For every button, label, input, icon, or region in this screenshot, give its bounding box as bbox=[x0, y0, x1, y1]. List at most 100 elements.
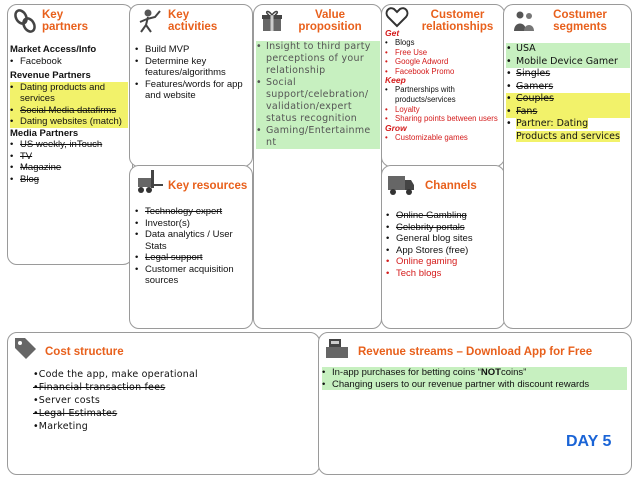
revenue-streams-content: In-app purchases for betting coins “NOTc… bbox=[322, 367, 627, 390]
title-line: segments bbox=[553, 21, 607, 33]
cost-item: •Code the app, make operational bbox=[33, 369, 198, 380]
title-line: partners bbox=[42, 21, 89, 33]
customer-segments-content: USA Mobile Device Gamer Singles Gamers C… bbox=[506, 43, 630, 143]
cost-item: •Marketing bbox=[33, 421, 88, 432]
partner-item: US weekly, inTouch bbox=[10, 139, 128, 151]
partner-item: Dating products and services bbox=[10, 82, 128, 105]
forklift-icon bbox=[135, 168, 165, 201]
revenue-item: Changing users to our revenue partner wi… bbox=[322, 379, 627, 391]
value-item: Social support/celebration/ validation/e… bbox=[256, 77, 380, 125]
customer-segments-title: Costumer segments bbox=[540, 9, 620, 33]
day-label: DAY 5 bbox=[566, 433, 612, 450]
partner-item: Social Media datafirms bbox=[10, 105, 128, 117]
partner-item: Facebook bbox=[10, 56, 128, 68]
key-resources-content: Technology expert Investor(s) Data analy… bbox=[135, 206, 250, 287]
channel-item: Tech blogs bbox=[386, 268, 501, 280]
channel-item: General blog sites bbox=[386, 233, 501, 245]
partner-item: Magazine bbox=[10, 162, 128, 174]
title-line: proposition bbox=[298, 21, 362, 33]
relationship-item: Google Adword bbox=[385, 57, 503, 67]
truck-icon bbox=[386, 170, 416, 203]
partner-item: Blog bbox=[10, 174, 128, 186]
relationship-item: Customizable games bbox=[385, 133, 503, 143]
partner-item: Dating websites (match) bbox=[10, 116, 128, 128]
tag-icon bbox=[12, 335, 38, 366]
resource-item: Legal support bbox=[135, 252, 250, 264]
key-partners-content: Market Access/Info Facebook Revenue Part… bbox=[10, 44, 128, 185]
revenue-text-bold: NOT bbox=[480, 367, 501, 378]
cost-structure-title: Cost structure bbox=[45, 346, 124, 358]
partners-group-heading: Market Access/Info bbox=[10, 44, 97, 55]
worker-icon bbox=[136, 8, 162, 39]
channels-title: Channels bbox=[425, 180, 477, 192]
activity-item: Build MVP bbox=[135, 44, 250, 56]
revenue-partners-highlight: Dating products and services Social Medi… bbox=[10, 81, 128, 128]
cost-item: •Legal Estimates bbox=[33, 408, 118, 419]
keep-label: Keep bbox=[385, 75, 406, 86]
resource-item: Data analytics / User Stats bbox=[135, 229, 250, 252]
activity-item: Determine key features/algorithms bbox=[135, 56, 250, 79]
revenue-text: In-app purchases for betting coins “ bbox=[332, 367, 481, 378]
title-line: Value bbox=[314, 9, 346, 21]
resource-item: Investor(s) bbox=[135, 218, 250, 230]
segment-item: Fans bbox=[506, 106, 630, 119]
cash-register-icon bbox=[323, 335, 351, 366]
title-line: activities bbox=[168, 21, 218, 33]
segment-item: USA bbox=[506, 43, 630, 56]
partner-item: TV bbox=[10, 151, 128, 163]
get-label: Get bbox=[385, 28, 400, 38]
customer-relationships-title: Customer relationships bbox=[415, 9, 500, 33]
key-resources-title: Key resources bbox=[168, 180, 248, 192]
relationship-item: Loyalty bbox=[385, 105, 503, 115]
title-line: relationships bbox=[421, 21, 494, 33]
key-partners-box bbox=[7, 4, 133, 265]
key-activities-title: Key activities bbox=[168, 9, 217, 33]
partners-group-heading: Media Partners bbox=[10, 127, 79, 139]
title-line: Key bbox=[168, 9, 190, 21]
relationship-item: Blogs bbox=[385, 38, 503, 48]
channel-item: App Stores (free) bbox=[386, 245, 501, 257]
segment-item: Gamers bbox=[506, 81, 630, 94]
revenue-item: In-app purchases for betting coins “NOTc… bbox=[322, 367, 627, 379]
title-line: Key bbox=[42, 9, 64, 21]
cost-item: •Financial transaction fees bbox=[33, 382, 166, 393]
revenue-streams-title: Revenue streams – Download App for Free bbox=[358, 346, 593, 358]
segment-item: Couples bbox=[506, 93, 630, 106]
resource-item: Customer acquisition sources bbox=[135, 264, 250, 287]
value-item: Gaming/Entertainme nt bbox=[256, 125, 380, 149]
chain-link-icon bbox=[13, 8, 37, 39]
revenue-streams-box bbox=[318, 332, 632, 475]
segments-green-highlight: USA Mobile Device Gamer bbox=[506, 43, 630, 68]
revenue-text: coins” bbox=[500, 367, 527, 378]
value-proposition-content: Insight to third party perceptions of yo… bbox=[256, 41, 380, 149]
channel-item: Online Gambling bbox=[386, 210, 501, 222]
people-icon bbox=[512, 9, 536, 38]
segment-item: Mobile Device Gamer bbox=[506, 56, 630, 69]
gift-icon bbox=[260, 9, 284, 38]
customer-relationships-content: Get Blogs Free Use Google Adword Faceboo… bbox=[385, 29, 503, 142]
channel-item: Online gaming bbox=[386, 256, 501, 268]
key-partners-title: Key partners bbox=[42, 9, 88, 33]
channels-content: Online Gambling Celebrity portals Genera… bbox=[386, 210, 501, 279]
relationship-item: Sharing points between users bbox=[385, 114, 503, 124]
activity-item: Features/words for app and website bbox=[135, 79, 250, 102]
channel-item: Celebrity portals bbox=[386, 222, 501, 234]
value-item: Insight to third party perceptions of yo… bbox=[256, 41, 380, 77]
value-proposition-title: Value proposition bbox=[290, 9, 370, 33]
cost-structure-box bbox=[7, 332, 320, 475]
cost-structure-content: •Code the app, make operational •Financi… bbox=[33, 368, 313, 433]
segments-yellow-highlight: Couples Fans bbox=[506, 93, 630, 118]
cost-item: •Server costs bbox=[33, 395, 101, 406]
heart-icon bbox=[385, 6, 409, 33]
relationship-item: Facebook Promo bbox=[385, 67, 503, 77]
segment-item: Singles bbox=[506, 68, 630, 81]
resource-item: Technology expert bbox=[135, 206, 250, 218]
key-activities-content: Build MVP Determine key features/algorit… bbox=[135, 44, 250, 102]
segment-item-text: Partner: Dating Products and services bbox=[516, 118, 620, 142]
segment-item: Partner: Dating Products and services bbox=[506, 118, 630, 143]
title-line: Costumer bbox=[553, 9, 607, 21]
grow-label: Grow bbox=[385, 122, 407, 133]
relationship-item: Free Use bbox=[385, 48, 503, 58]
title-line: Customer bbox=[430, 9, 485, 21]
relationship-item: Partnerships with products/services bbox=[385, 85, 503, 104]
